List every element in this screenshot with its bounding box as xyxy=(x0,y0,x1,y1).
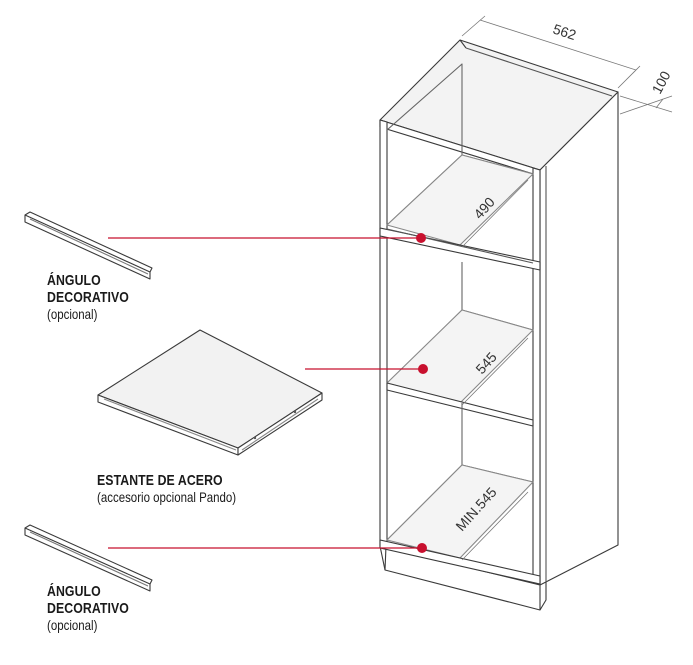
dimension-lines xyxy=(461,15,673,561)
dim-depth-top: 100 xyxy=(649,68,674,96)
dim-width-top: 562 xyxy=(551,21,578,44)
decorative-angle-bottom xyxy=(24,524,153,592)
steel-shelf xyxy=(97,329,323,456)
leader-dot-lower xyxy=(417,543,427,553)
leader-dots xyxy=(416,233,428,553)
label-angle-bottom: ÁNGULO DECORATIVO (opcional) xyxy=(47,583,147,634)
label-steel-shelf: ESTANTE DE ACERO (accesorio opcional Pan… xyxy=(97,472,267,506)
label-angle-bottom-line2: DECORATIVO xyxy=(47,600,129,617)
decorative-angle-top xyxy=(24,211,153,280)
steel-shelf-top xyxy=(97,329,323,449)
label-angle-top-line1: ÁNGULO xyxy=(47,272,101,289)
cabinet-left-post xyxy=(379,119,388,549)
leader-lines xyxy=(108,237,423,549)
label-angle-top-line2: DECORATIVO xyxy=(47,289,129,306)
leader-dot-upper xyxy=(416,233,426,243)
label-steel-shelf-title: ESTANTE DE ACERO xyxy=(97,472,223,489)
cabinet-right-side xyxy=(539,91,619,586)
cabinet-right-post xyxy=(532,167,541,586)
upper-shelf-panel xyxy=(386,154,534,246)
label-angle-top: ÁNGULO DECORATIVO (opcional) xyxy=(47,272,147,323)
label-angle-bottom-line1: ÁNGULO xyxy=(47,583,101,600)
middle-shelf-edge xyxy=(386,382,534,427)
middle-compartment xyxy=(386,262,534,427)
label-steel-shelf-note: (accesorio opcional Pando) xyxy=(97,489,237,505)
leader-dot-shelf xyxy=(418,364,428,374)
lower-shelf-panel xyxy=(386,464,534,559)
label-angle-bottom-note: (opcional) xyxy=(47,617,98,633)
label-angle-top-note: (opcional) xyxy=(47,306,98,322)
